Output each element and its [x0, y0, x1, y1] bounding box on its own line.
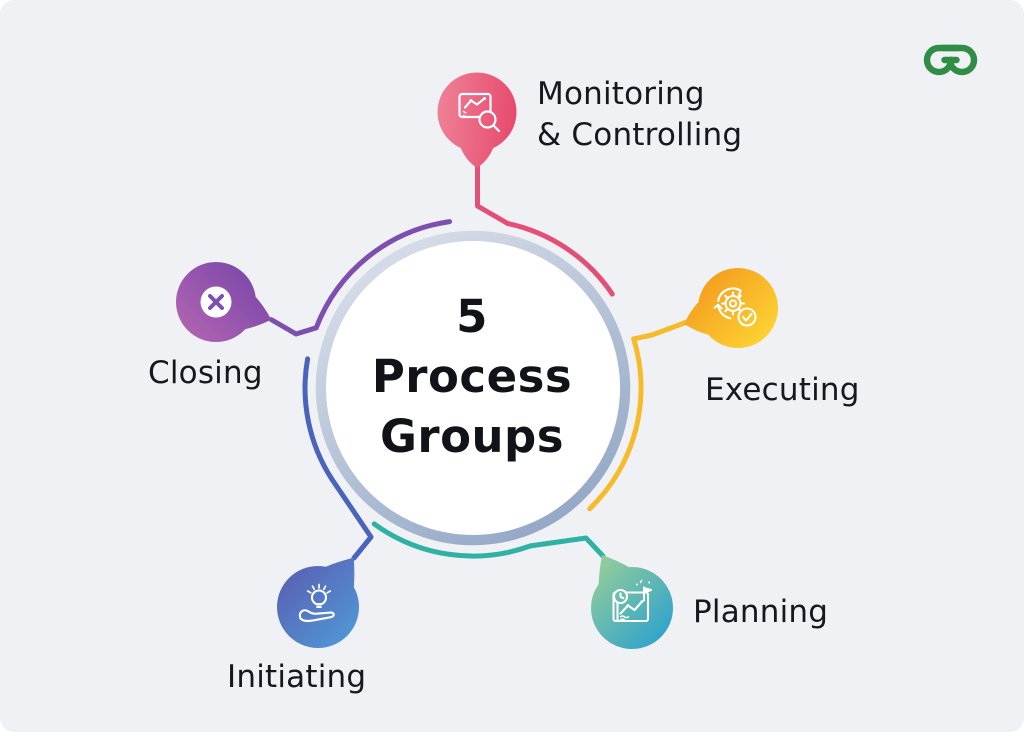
logo-right-g [939, 44, 978, 76]
gear-sync-check-icon [713, 287, 757, 327]
x-circle-icon [200, 286, 232, 318]
executing-arc [587, 336, 644, 512]
monitoring-arc [505, 221, 615, 297]
monitoring-connector [475, 158, 511, 227]
geeksforgeeks-logo [923, 44, 978, 76]
executing-connector [631, 316, 698, 342]
planning-connector [528, 535, 606, 559]
executing-label: Executing [705, 372, 860, 408]
central-hub [315, 230, 631, 546]
hub-ring [315, 230, 631, 546]
monitoring-circle [437, 72, 517, 152]
center-title-line1: 5 [456, 290, 488, 343]
planning-label: Planning [693, 594, 829, 630]
initiating-arc [302, 356, 335, 482]
executing-node [684, 268, 778, 348]
initiating-connector [329, 477, 374, 561]
center-title: 5 Process Groups [322, 287, 622, 467]
planning-arc [371, 521, 533, 559]
initiating-label: Initiating [227, 659, 367, 695]
chart-magnifier-icon [458, 92, 501, 133]
planning-node [591, 554, 673, 649]
closing-arc [313, 219, 453, 331]
closing-node [176, 262, 272, 342]
closing-connector [268, 317, 319, 337]
monitoring-node [437, 72, 517, 168]
closing-stem [245, 296, 272, 330]
monitoring-label: Monitoring & Controlling [537, 74, 742, 156]
center-title-line2: Process [371, 350, 573, 403]
center-title-line3: Groups [379, 410, 565, 463]
map-clock-flag-icon [612, 579, 653, 623]
closing-label: Closing [148, 355, 263, 391]
monitoring-label-line2: & Controlling [537, 117, 743, 153]
initiating-node [277, 557, 359, 648]
monitoring-label-line1: Monitoring [537, 76, 705, 112]
hub-circle [326, 241, 620, 535]
executing-stem [684, 302, 708, 335]
hand-bulb-icon [298, 583, 335, 623]
